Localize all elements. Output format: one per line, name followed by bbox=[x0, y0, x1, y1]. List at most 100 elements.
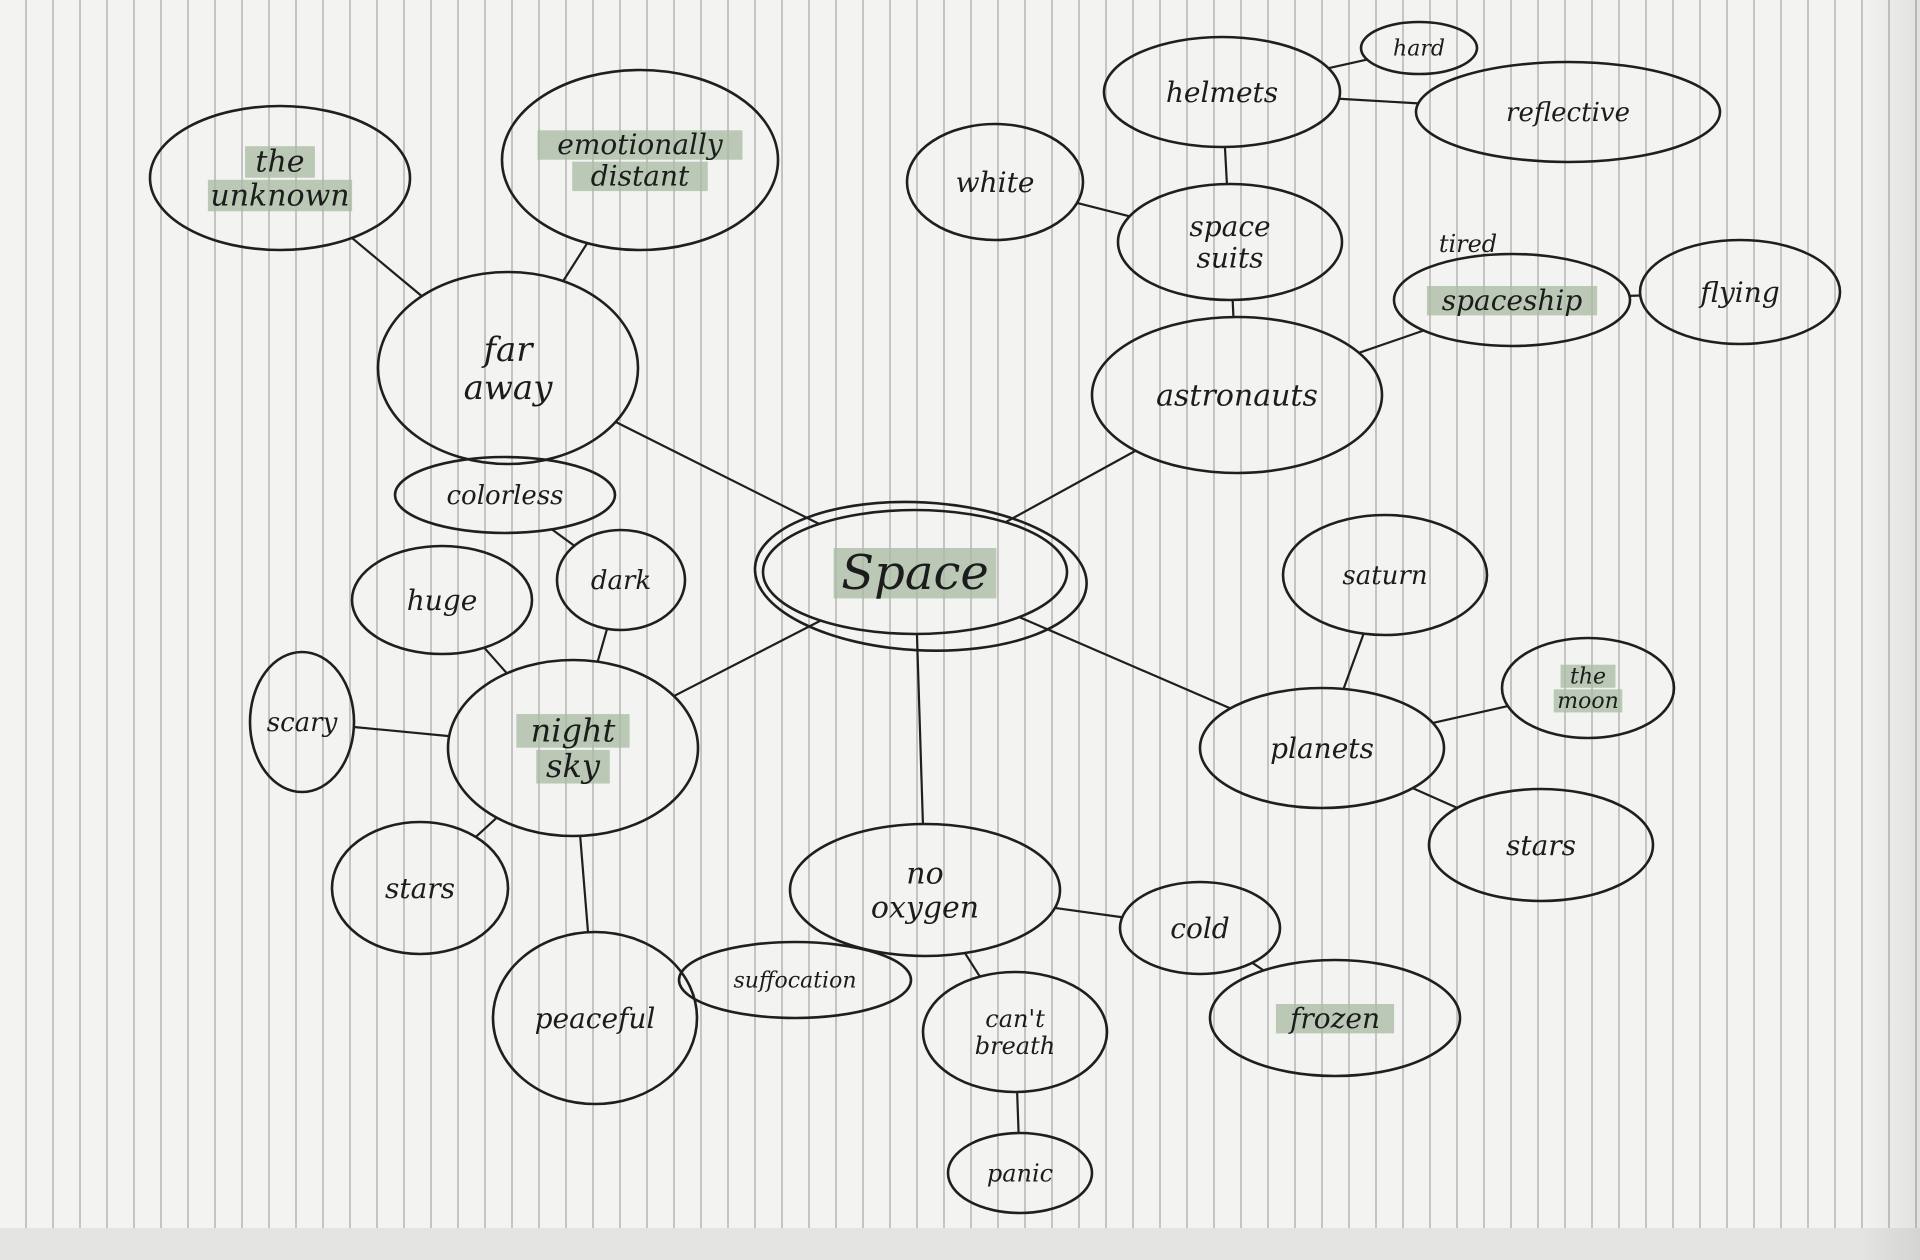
node-label: distant bbox=[591, 159, 690, 192]
node-flying: flying bbox=[1638, 238, 1842, 346]
node-outline bbox=[1500, 636, 1676, 740]
node-scary: scary bbox=[248, 650, 356, 794]
node-label: no bbox=[906, 857, 943, 892]
node-outline bbox=[921, 970, 1109, 1094]
mind-map-nodes: Spacefarawaytheunknownemotionallydistant… bbox=[148, 20, 1842, 1215]
node-label: the bbox=[1570, 664, 1606, 689]
link-night_sky-huge bbox=[483, 646, 508, 675]
node-label: huge bbox=[407, 584, 478, 617]
node-outline-outer bbox=[753, 500, 1088, 653]
link-cant_breath-panic bbox=[1016, 1091, 1020, 1134]
node-outline bbox=[1090, 315, 1384, 475]
link-space-night_sky bbox=[673, 619, 822, 698]
node-label: hard bbox=[1393, 37, 1445, 62]
node-label: night bbox=[531, 711, 616, 749]
node-label: the bbox=[255, 145, 304, 180]
node-label: Space bbox=[841, 545, 989, 601]
link-space-astronauts bbox=[1005, 449, 1137, 524]
link-far_away-emot_distant bbox=[562, 242, 589, 282]
node-label: saturn bbox=[1342, 561, 1427, 591]
highlight-mark bbox=[516, 714, 630, 748]
node-suffocation: suffocation bbox=[677, 940, 913, 1020]
link-space-far_away bbox=[615, 420, 820, 525]
link-helmets-reflective bbox=[1339, 97, 1419, 105]
link-night_sky-stars_left bbox=[475, 816, 498, 838]
node-helmets: helmets bbox=[1102, 35, 1342, 149]
node-outline bbox=[376, 270, 640, 466]
node-outline bbox=[677, 940, 913, 1020]
node-space: Space bbox=[753, 500, 1088, 653]
link-astronauts-space_suits bbox=[1231, 299, 1235, 318]
mind-map-links bbox=[351, 58, 1641, 1134]
node-stars-left: stars bbox=[330, 820, 510, 956]
node-label: cold bbox=[1170, 912, 1229, 945]
node-label: helmets bbox=[1166, 76, 1278, 109]
node-outline bbox=[1102, 35, 1342, 149]
highlight-mark bbox=[207, 179, 353, 212]
node-label: away bbox=[464, 368, 554, 408]
node-label: scary bbox=[267, 708, 338, 738]
node-astronauts: astronauts bbox=[1090, 315, 1384, 475]
node-label: astronauts bbox=[1156, 379, 1318, 414]
node-label: reflective bbox=[1506, 98, 1630, 128]
link-astronauts-spaceship bbox=[1358, 329, 1425, 354]
node-label: breath bbox=[975, 1032, 1055, 1060]
node-label: stars bbox=[1506, 829, 1576, 862]
node-label: oxygen bbox=[871, 890, 979, 925]
paper-edge bbox=[0, 1228, 1920, 1260]
link-space-planets bbox=[1018, 616, 1231, 710]
node-label: colorless bbox=[447, 481, 564, 511]
link-planets-stars_right bbox=[1412, 787, 1458, 809]
node-label: dark bbox=[591, 566, 651, 596]
link-no_oxygen-cold bbox=[1054, 906, 1123, 919]
link-space_suits-helmets bbox=[1223, 146, 1229, 185]
node-peaceful: peaceful bbox=[491, 930, 699, 1106]
link-no_oxygen-cant_breath bbox=[964, 952, 981, 978]
highlight-mark bbox=[245, 146, 315, 178]
node-reflective: reflective bbox=[1414, 60, 1722, 164]
node-label: moon bbox=[1557, 689, 1619, 714]
node-stars-right: stars bbox=[1427, 787, 1655, 903]
node-outline bbox=[1638, 238, 1842, 346]
node-label: space bbox=[1189, 210, 1270, 243]
node-outline bbox=[248, 650, 356, 794]
link-far_away-the_unknown bbox=[351, 237, 423, 297]
highlight-mark bbox=[1275, 1004, 1395, 1034]
node-outline bbox=[1208, 958, 1462, 1078]
node-outline bbox=[1198, 686, 1446, 810]
node-outline bbox=[1414, 60, 1722, 164]
node-label: peaceful bbox=[535, 1002, 656, 1035]
node-label: frozen bbox=[1288, 1002, 1380, 1035]
node-outline bbox=[555, 528, 687, 632]
node-outline bbox=[905, 122, 1085, 242]
node-label: spaceship bbox=[1442, 284, 1583, 317]
node-outline bbox=[788, 822, 1062, 958]
node-label: suits bbox=[1197, 241, 1264, 274]
node-hard: hard bbox=[1359, 20, 1479, 76]
link-dark-colorless bbox=[551, 528, 575, 547]
node-outline bbox=[1392, 252, 1632, 348]
node-saturn: saturn bbox=[1281, 513, 1489, 637]
node-spaceship: spaceship bbox=[1392, 252, 1632, 348]
highlight-mark bbox=[1553, 689, 1623, 713]
link-night_sky-scary bbox=[353, 725, 450, 738]
node-outline bbox=[330, 820, 510, 956]
node-outline bbox=[148, 104, 412, 252]
node-label: sky bbox=[546, 747, 601, 785]
annotation-tired: tired bbox=[1439, 230, 1497, 258]
node-cold: cold bbox=[1118, 880, 1282, 976]
link-space-no_oxygen bbox=[915, 633, 925, 825]
link-night_sky-dark bbox=[596, 628, 609, 663]
link-planets-the_moon bbox=[1432, 705, 1509, 725]
highlight-mark bbox=[537, 130, 743, 160]
highlight-mark bbox=[1426, 286, 1598, 316]
node-outline bbox=[1116, 182, 1344, 302]
node-label: unknown bbox=[210, 178, 349, 213]
node-outline bbox=[350, 544, 534, 656]
